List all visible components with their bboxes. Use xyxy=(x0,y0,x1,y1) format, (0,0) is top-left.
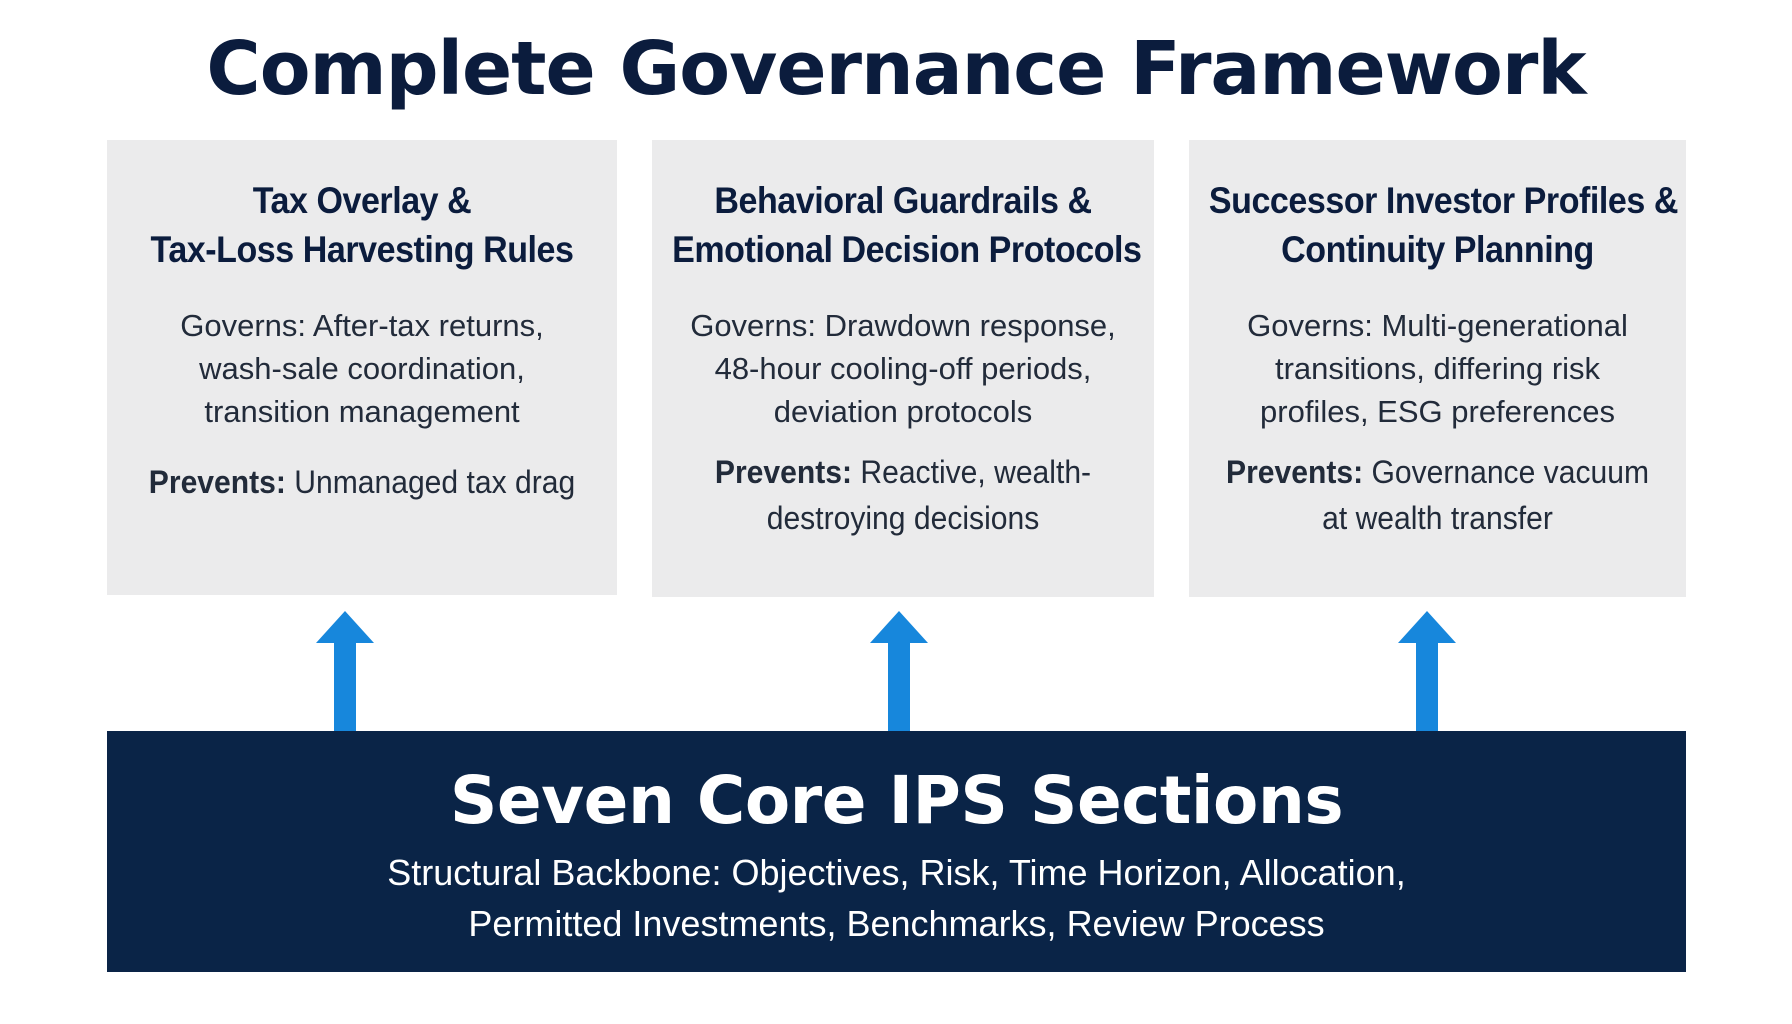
prevents-line: at wealth transfer xyxy=(1322,500,1553,536)
prevents-line: Prevents: Unmanaged tax drag xyxy=(122,459,601,505)
card-heading-line: Tax Overlay & xyxy=(252,180,472,221)
governs-line: transition management xyxy=(204,394,520,429)
card-heading-line: Behavioral Guardrails & xyxy=(714,180,1092,221)
card-governs-text: Governs: Multi-generational transitions,… xyxy=(1189,304,1686,433)
prevents-label: Prevents: xyxy=(714,454,853,490)
governs-line: Governs: Multi-generational xyxy=(1247,308,1628,343)
up-arrow-icon xyxy=(316,611,374,731)
governs-line: Governs: Drawdown response, xyxy=(690,308,1116,343)
card-heading: Successor Investor Profiles & Continuity… xyxy=(1208,176,1679,274)
governs-line: transitions, differing risk xyxy=(1274,351,1601,386)
prevents-line: Prevents: Reactive, wealth- xyxy=(667,449,1139,495)
card-successor-investor: Successor Investor Profiles & Continuity… xyxy=(1189,140,1686,597)
base-description-line: Permitted Investments, Benchmarks, Revie… xyxy=(468,903,1325,944)
card-heading-line: Emotional Decision Protocols xyxy=(672,229,1142,270)
card-prevents-text: Prevents: Unmanaged tax drag xyxy=(122,459,601,505)
diagram-title: Complete Governance Framework xyxy=(206,26,1586,112)
card-behavioral-guardrails: Behavioral Guardrails & Emotional Decisi… xyxy=(652,140,1154,597)
card-prevents-text: Prevents: Governance vacuum at wealth tr… xyxy=(1204,449,1671,541)
prevents-line: destroying decisions xyxy=(766,500,1040,536)
prevents-value: Reactive, wealth- xyxy=(860,454,1092,490)
base-title: Seven Core IPS Sections xyxy=(449,762,1344,839)
prevents-line: Prevents: Governance vacuum xyxy=(1204,449,1671,495)
card-heading-line: Tax-Loss Harvesting Rules xyxy=(150,229,574,270)
governs-line: Governs: After-tax returns, xyxy=(180,308,544,343)
prevents-label: Prevents: xyxy=(1226,454,1364,490)
base-description-line: Structural Backbone: Objectives, Risk, T… xyxy=(387,852,1406,893)
card-prevents-text: Prevents: Reactive, wealth- destroying d… xyxy=(667,449,1139,541)
card-heading-line: Successor Investor Profiles & xyxy=(1208,180,1679,221)
governs-line: 48-hour cooling-off periods, xyxy=(714,351,1092,386)
card-tax-overlay: Tax Overlay & Tax-Loss Harvesting Rules … xyxy=(107,140,617,595)
governs-line: wash-sale coordination, xyxy=(199,351,525,386)
card-governs-text: Governs: Drawdown response, 48-hour cool… xyxy=(652,304,1154,433)
card-heading-line: Continuity Planning xyxy=(1281,229,1594,270)
base-section: Seven Core IPS Sections Structural Backb… xyxy=(107,731,1686,972)
prevents-label: Prevents: xyxy=(148,464,286,500)
prevents-value: Governance vacuum xyxy=(1371,454,1649,490)
up-arrow-icon xyxy=(870,611,928,731)
card-heading: Behavioral Guardrails & Emotional Decisi… xyxy=(672,176,1142,274)
card-governs-text: Governs: After-tax returns, wash-sale co… xyxy=(107,304,617,433)
governs-line: deviation protocols xyxy=(773,394,1033,429)
card-heading: Tax Overlay & Tax-Loss Harvesting Rules xyxy=(127,176,596,274)
governs-line: profiles, ESG preferences xyxy=(1260,394,1615,429)
prevents-value: Unmanaged tax drag xyxy=(294,464,576,500)
up-arrow-icon xyxy=(1398,611,1456,731)
base-description: Structural Backbone: Objectives, Risk, T… xyxy=(107,847,1686,949)
